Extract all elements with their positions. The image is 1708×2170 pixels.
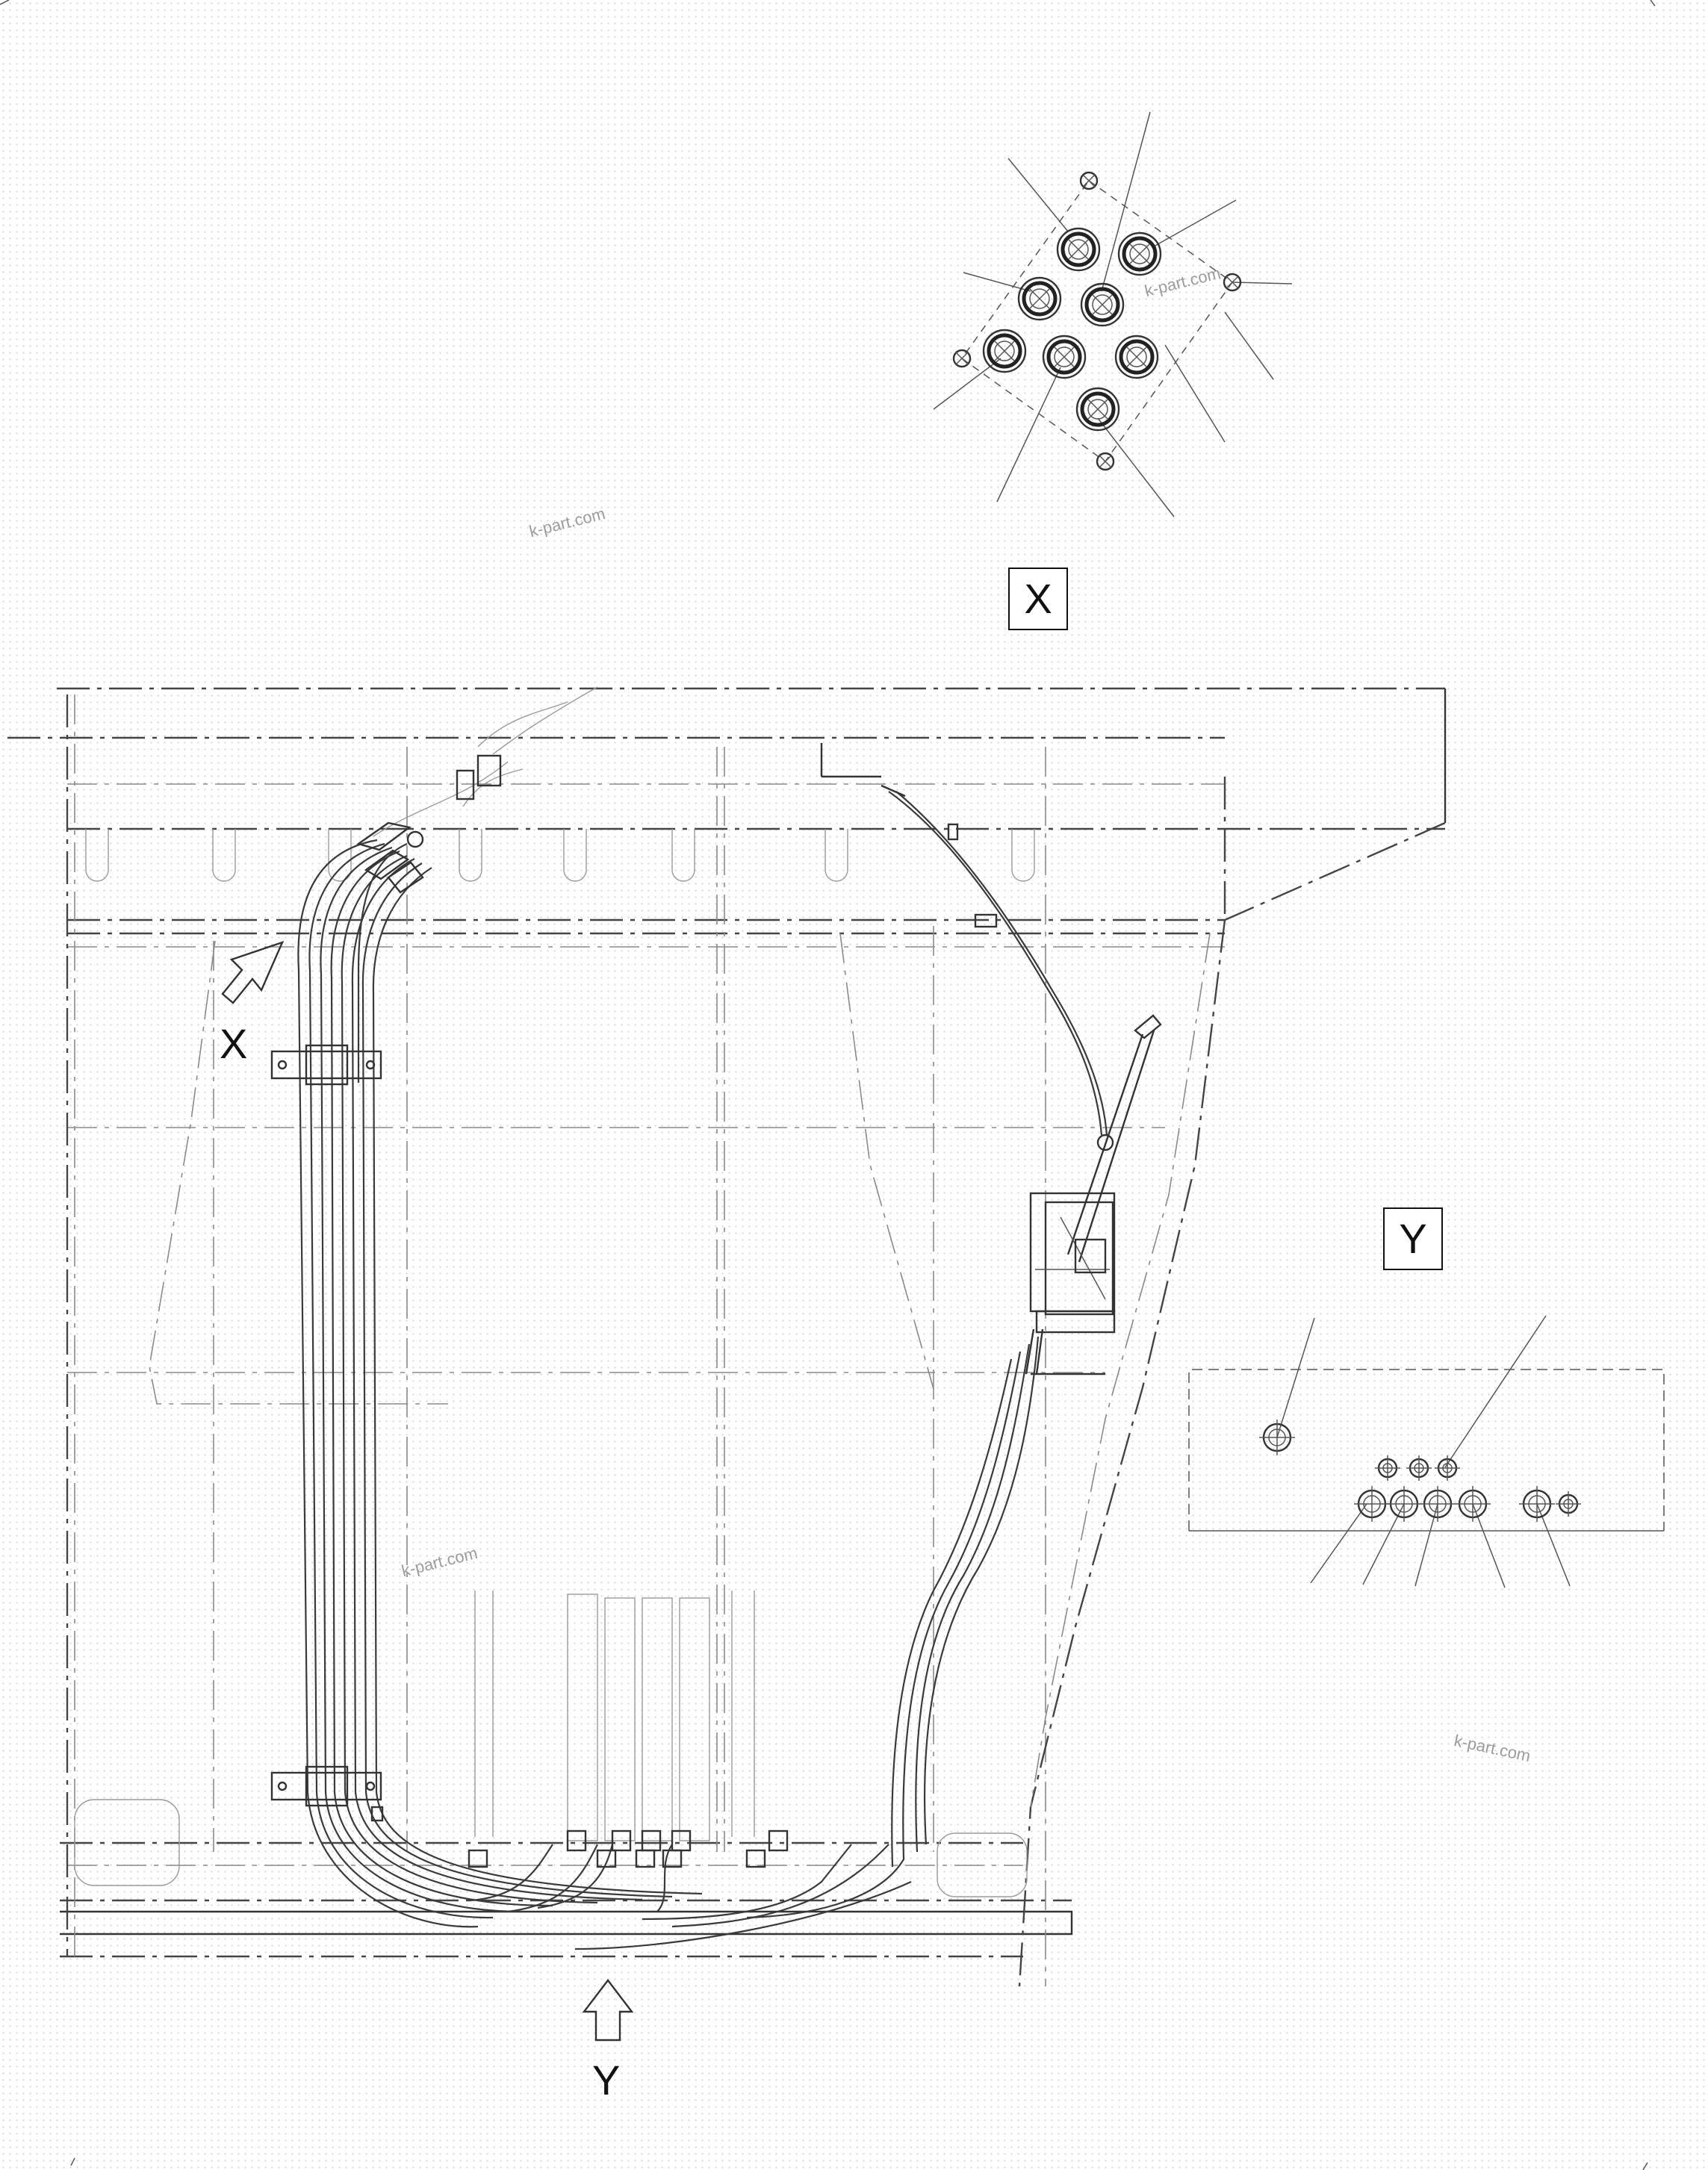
upper-hose-ghost [373, 686, 598, 837]
leader-lines-x [933, 111, 1293, 517]
arrow-y-label: Y [592, 2056, 621, 2104]
hose-clamp-lower [270, 1765, 384, 1822]
fittings-top-left [356, 754, 502, 894]
view-arrow-x [221, 940, 285, 1004]
view-arrow-y [582, 1979, 634, 2042]
detail-x-connector-plate [933, 111, 1293, 517]
lower-panel-ghost [74, 1591, 1028, 1897]
connector-ports-x [982, 227, 1162, 432]
sheet-corner-marks [0, 0, 1656, 2170]
bottom-fittings [468, 1829, 789, 1868]
leader-lines-y [1276, 1315, 1571, 1588]
arrow-x-label: X [220, 1020, 248, 1067]
mounting-bolts-x [952, 171, 1242, 471]
control-cable-and-box [820, 743, 1162, 1375]
ports-y [1259, 1420, 1581, 1522]
cab-frame-outline [7, 686, 1447, 1987]
hose-clamp-upper [270, 1044, 382, 1086]
hose-bundle-right [746, 1336, 1040, 1919]
view-x-box-label: X [1008, 568, 1068, 630]
view-y-box-label: Y [1383, 1207, 1443, 1270]
detail-y-bottom-plate [1188, 1315, 1665, 1588]
frame-tabs [85, 829, 1035, 882]
